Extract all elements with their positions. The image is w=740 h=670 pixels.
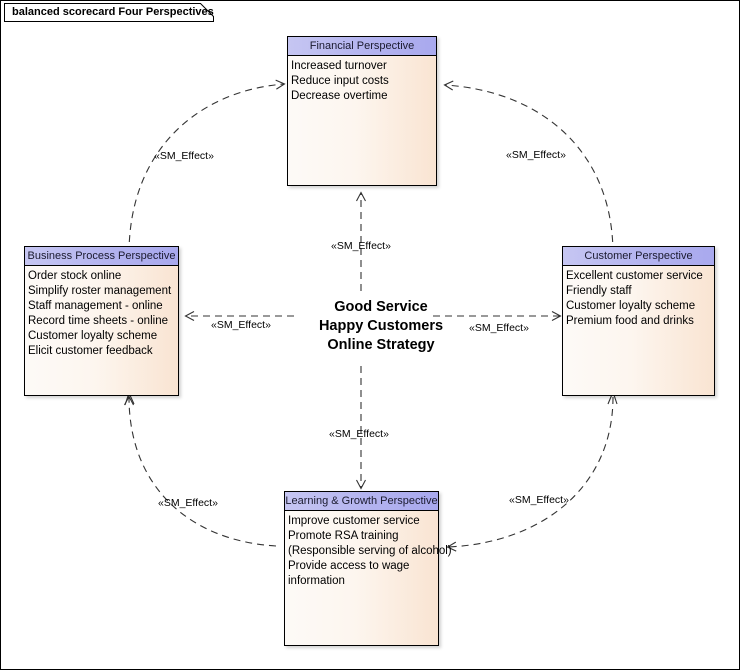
feature-item: Increased turnover (291, 60, 387, 72)
feature-item: Elicit customer feedback (28, 345, 153, 357)
node-learning-growth-perspective[interactable]: Learning & Growth Perspective Improve cu… (284, 491, 452, 646)
feature-item: Friendly staff (566, 285, 632, 297)
connector-customer-to-learning[interactable] (446, 396, 614, 552)
feature-item: Order stock online (28, 270, 122, 282)
node-business-process-perspective[interactable]: Business Process Perspective Order stock… (24, 246, 179, 396)
node-customer-title: Customer Perspective (563, 247, 714, 266)
node-financial-title: Financial Perspective (288, 37, 436, 56)
feature-item: Promote RSA training (288, 530, 399, 542)
feature-item: Simplify roster management (28, 285, 172, 297)
feature-item: Reduce input costs (291, 75, 389, 87)
tab-shape-icon (4, 3, 214, 22)
center-line-1: Good Service (334, 299, 428, 315)
edge-label-learning-to-customer: «SM_Effect» (509, 494, 569, 506)
connector-customer-to-financial[interactable] (443, 80, 614, 255)
feature-item: Customer loyalty scheme (566, 300, 696, 312)
center-line-2: Happy Customers (318, 318, 444, 334)
feature-item: Customer loyalty scheme (28, 330, 158, 342)
node-financial-features: Increased turnover Reduce input costs De… (288, 56, 436, 106)
connector-learning-to-bp[interactable] (124, 395, 277, 547)
connector-bp-to-financial[interactable] (128, 79, 286, 255)
feature-item: Premium food and drinks (566, 315, 694, 327)
diagram-title-text: balanced scorecard Four Perspectives (12, 6, 214, 18)
edge-label-learning-to-bp: «SM_Effect» (158, 497, 218, 509)
edge-label-center-to-bp: «SM_Effect» (211, 319, 271, 331)
node-customer-perspective[interactable]: Customer Perspective Excellent customer … (562, 246, 715, 396)
edge-label-bp-to-financial: «SM_Effect» (154, 150, 214, 162)
feature-item: Record time sheets - online (28, 315, 168, 327)
node-business-process-features: Order stock online Simplify roster manag… (25, 266, 178, 361)
edge-label-customer-to-financial: «SM_Effect» (506, 149, 566, 161)
node-business-process-title: Business Process Perspective (25, 247, 178, 266)
edge-label-center-to-customer: «SM_Effect» (469, 322, 529, 334)
feature-item: Provide access to wage information (288, 560, 410, 587)
edge-label-center-to-learning: «SM_Effect» (329, 428, 389, 440)
node-learning-growth-title: Learning & Growth Perspective (285, 492, 438, 511)
feature-item: Decrease overtime (291, 90, 388, 102)
feature-item: (Responsible serving of alcohol) (288, 545, 452, 557)
node-financial-perspective[interactable]: Financial Perspective Increased turnover… (287, 36, 437, 186)
node-learning-growth-features: Improve customer service Promote RSA tra… (285, 511, 452, 591)
feature-item: Staff management - online (28, 300, 163, 312)
center-strategy-label: Good Service Happy Customers Online Stra… (301, 298, 461, 355)
edge-label-center-to-financial: «SM_Effect» (331, 240, 391, 252)
feature-item: Excellent customer service (566, 270, 703, 282)
feature-item: Improve customer service (288, 515, 420, 527)
center-line-3: Online Strategy (327, 337, 435, 353)
node-customer-features: Excellent customer service Friendly staf… (563, 266, 714, 331)
